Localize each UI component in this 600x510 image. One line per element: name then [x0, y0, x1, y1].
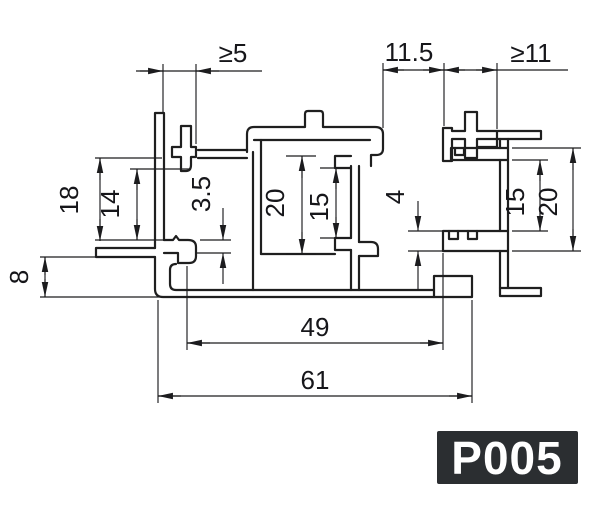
right-foot-plate — [498, 286, 543, 298]
center-slot-bottom-tab — [333, 236, 353, 252]
center-right-wall — [349, 164, 361, 292]
center-mullion-profile — [245, 109, 474, 299]
part-number-label: P005 — [451, 432, 562, 484]
right-bottom-plate — [441, 229, 510, 253]
dimension-annotations: ≥5 11.5 ≥11 18 14 3.5 20 15 — [4, 37, 581, 403]
dim-label-overall-width: 61 — [301, 365, 330, 395]
right-cross-clip — [441, 110, 543, 163]
center-left-wall — [251, 138, 263, 292]
dim-label-center-slot: 15 — [304, 193, 334, 222]
dim-label-center-gap: 11.5 — [385, 37, 434, 67]
left-bottom-pocket — [168, 262, 436, 292]
dim-label-inner-width: 49 — [301, 312, 330, 342]
extension-lines — [40, 63, 581, 403]
dim-label-center-cavity: 20 — [260, 189, 290, 218]
left-bottom-hook — [162, 234, 198, 265]
part-number-badge: P005 — [437, 431, 578, 484]
right-top-plate — [449, 146, 510, 162]
left-bottom-slab — [153, 255, 436, 299]
center-top-cap — [245, 109, 385, 168]
right-bottom-plate-notches — [447, 229, 479, 241]
dim-label-base-channel: 8 — [4, 270, 34, 284]
right-spine — [498, 137, 510, 290]
dim-label-hook-step: 3.5 — [186, 176, 216, 212]
right-channel-profile — [441, 137, 543, 298]
dim-label-right-slot: 15 — [500, 188, 530, 217]
dim-label-min-gap-left: ≥5 — [219, 38, 248, 68]
center-foot-block — [432, 274, 474, 299]
dim-label-min-gap-right: ≥11 — [510, 38, 551, 68]
badge-background — [437, 431, 578, 484]
glazing-t-clip — [170, 124, 198, 173]
dim-label-left-outer: 18 — [54, 186, 84, 215]
dim-label-right-cavity: 20 — [533, 188, 563, 217]
center-slot-top-tab — [333, 154, 353, 170]
dim-label-left-inner: 14 — [95, 190, 125, 219]
right-top-plate-notch — [453, 146, 466, 157]
left-wall-outline — [153, 111, 166, 250]
dim-label-plate-thickness: 4 — [380, 190, 410, 204]
center-lower-right-hook — [357, 240, 380, 258]
left-chamber-top-web — [196, 148, 249, 160]
left-flange-plate — [94, 246, 157, 259]
